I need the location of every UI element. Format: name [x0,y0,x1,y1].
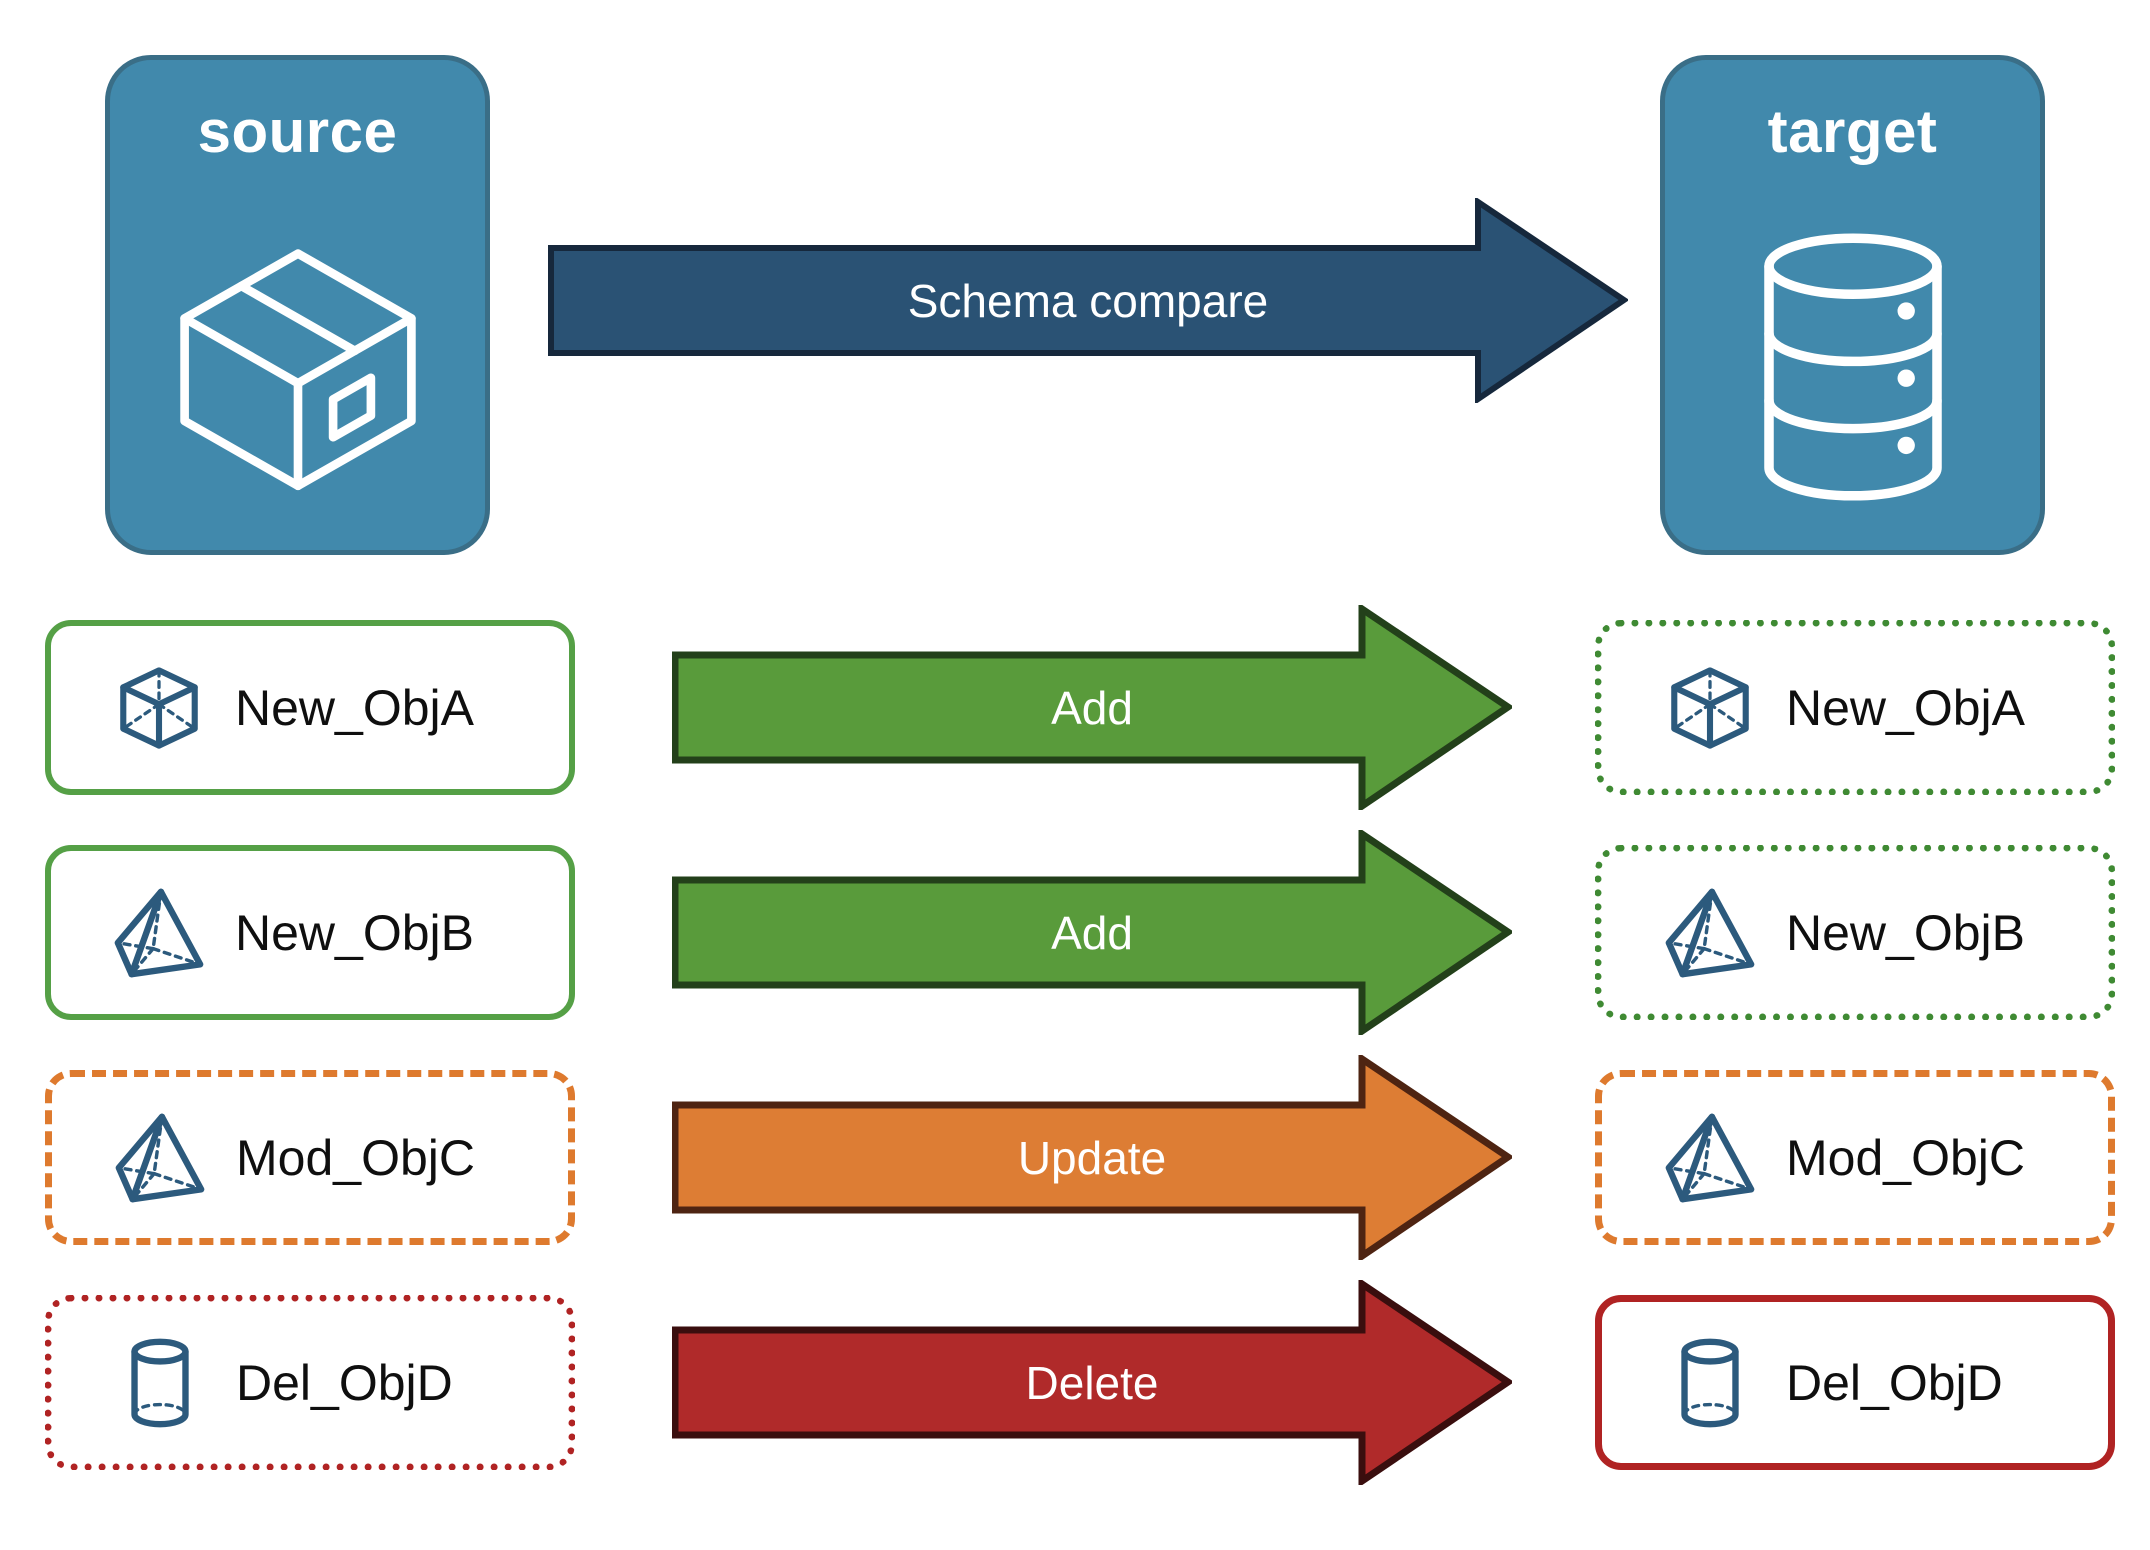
wireframe-cube-icon [1660,661,1760,755]
source-object-card-1[interactable]: New_ObjB [45,845,575,1020]
target-object-card-0[interactable]: New_ObjA [1595,620,2115,795]
wireframe-cube-icon [109,661,209,755]
wireframe-pyramid-icon [109,884,209,982]
database-cylinder-icon [1738,184,1968,550]
action-arrow-shape-2 [672,1055,1512,1260]
source-object-card-2[interactable]: Mod_ObjC [45,1070,575,1245]
action-arrow-2: Update [672,1055,1512,1260]
wireframe-pyramid-icon [110,1109,210,1207]
action-arrow-3: Delete [672,1280,1512,1485]
target-object-label-0: New_ObjA [1786,679,2025,736]
target-object-card-1[interactable]: New_ObjB [1595,845,2115,1020]
package-box-icon [163,184,433,550]
source-title: source [197,98,398,165]
source-object-card-0[interactable]: New_ObjA [45,620,575,795]
target-title: target [1767,98,1938,165]
wireframe-pyramid-icon [1660,1109,1760,1207]
action-arrow-shape-3 [672,1280,1512,1485]
action-arrow-shape-0 [672,605,1512,810]
target-object-label-3: Del_ObjD [1786,1354,2003,1411]
target-object-card-2[interactable]: Mod_ObjC [1595,1070,2115,1245]
action-arrow-1: Add [672,830,1512,1035]
wireframe-cylinder-icon [1660,1334,1760,1432]
target-object-card-3[interactable]: Del_ObjD [1595,1295,2115,1470]
action-arrow-0: Add [672,605,1512,810]
wireframe-cylinder-icon [110,1334,210,1432]
source-object-card-3[interactable]: Del_ObjD [45,1295,575,1470]
schema-compare-arrow: Schema compare [548,198,1628,403]
source-endpoint-card: source [105,55,490,555]
source-object-label-0: New_ObjA [235,679,474,736]
source-object-label-2: Mod_ObjC [236,1129,475,1186]
action-arrow-shape-1 [672,830,1512,1035]
target-endpoint-card: target [1660,55,2045,555]
schema-compare-arrow-shape [548,198,1628,403]
source-object-label-1: New_ObjB [235,904,474,961]
source-object-label-3: Del_ObjD [236,1354,453,1411]
target-object-label-1: New_ObjB [1786,904,2025,961]
wireframe-pyramid-icon [1660,884,1760,982]
target-object-label-2: Mod_ObjC [1786,1129,2025,1186]
